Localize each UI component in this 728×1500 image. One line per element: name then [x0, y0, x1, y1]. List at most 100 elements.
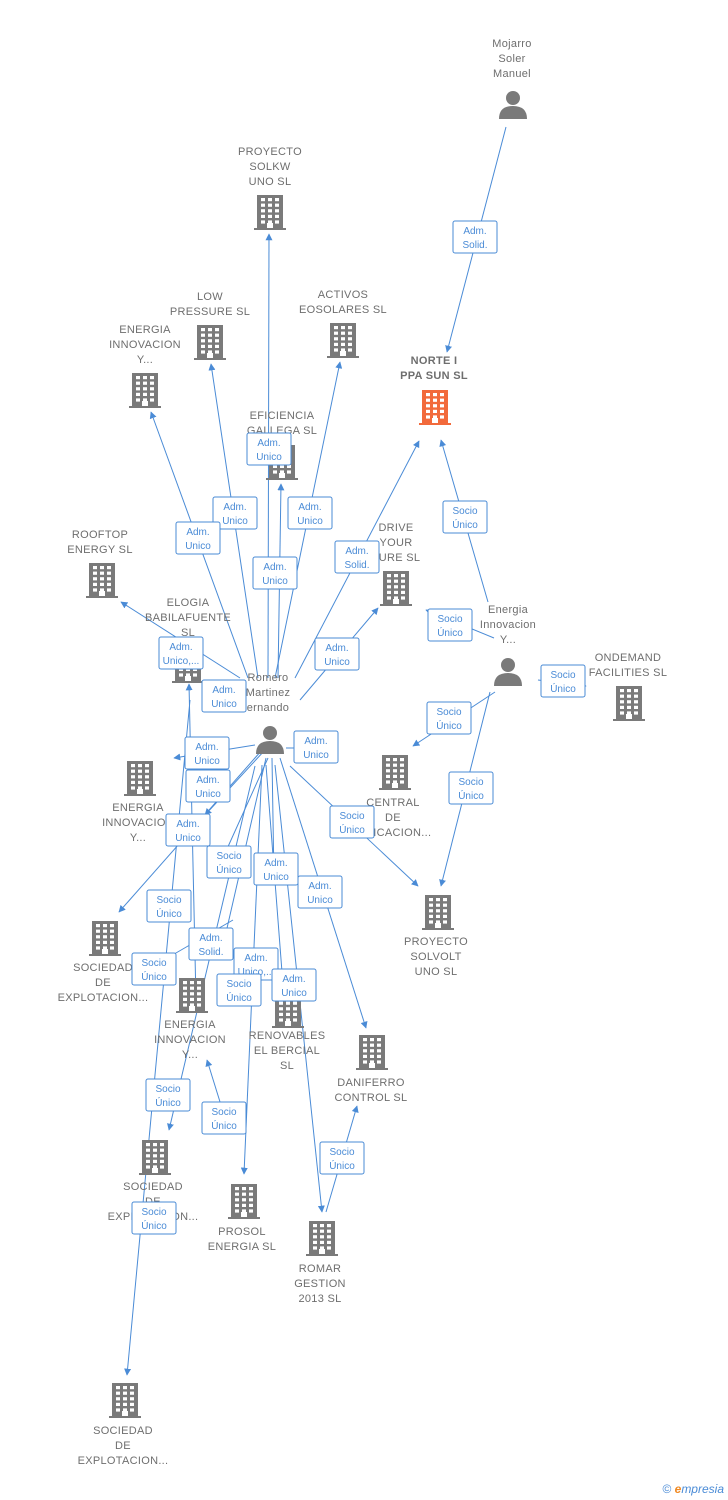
- edge-label-box: [329, 805, 375, 839]
- edge-label-text: Solid.: [344, 560, 369, 571]
- person-icon: [256, 726, 284, 754]
- edge-label-e1[interactable]: Adm.Solid.: [452, 220, 498, 254]
- edge-label-text: Unico: [324, 657, 350, 668]
- edge-label-text: Socio: [216, 851, 241, 862]
- edge-label-text: Unico: [262, 576, 288, 587]
- node-energia2[interactable]: ENERGIAINNOVACIONY...: [102, 761, 174, 844]
- edge-label-e28[interactable]: Adm.Unico: [271, 968, 317, 1002]
- edge-label-text: Solid.: [198, 947, 223, 958]
- edge-label-e4[interactable]: Adm.Unico: [287, 496, 333, 530]
- edge-label-text: Único: [329, 1159, 355, 1172]
- edge-label-e14[interactable]: Adm.Unico: [184, 736, 230, 770]
- node-label: EFICIENCIA: [250, 410, 315, 422]
- edge-label-e9[interactable]: Adm.Unico,...: [158, 636, 204, 670]
- brand-logo-text[interactable]: mpresia: [681, 1482, 724, 1496]
- building-icon: [129, 373, 161, 408]
- node-label: SOCIEDAD: [93, 1425, 153, 1437]
- edge-label-e16[interactable]: Adm.Unico: [293, 730, 339, 764]
- edge-label-e6[interactable]: Adm.Unico: [246, 432, 292, 466]
- node-label: ENERGIA: [164, 1019, 216, 1031]
- node-label: ENERGIA: [112, 802, 164, 814]
- edge-label-text: Adm.: [325, 643, 348, 654]
- node-label: EOSOLARES SL: [299, 304, 387, 316]
- node-energia1[interactable]: ENERGIAINNOVACIONY...: [109, 324, 181, 408]
- edge-label-text: Socio: [141, 1207, 166, 1218]
- brand-logo-e[interactable]: e: [674, 1482, 682, 1496]
- node-label: Soler: [498, 53, 525, 65]
- node-energia3[interactable]: ENERGIAINNOVACIONY...: [154, 978, 226, 1061]
- edge-label-text: Único: [339, 823, 365, 836]
- node-label: 2013 SL: [298, 1293, 341, 1305]
- edge-label-box: [334, 540, 380, 574]
- edge-label-text: Adm.: [463, 226, 486, 237]
- building-icon: [613, 686, 645, 721]
- edge-label-e18[interactable]: Adm.Unico: [165, 813, 211, 847]
- node-label: INNOVACION: [102, 817, 174, 829]
- edge-label-box: [297, 875, 343, 909]
- edge-label-e10[interactable]: Adm. Unico: [314, 637, 360, 671]
- node-label: SOLVOLT: [410, 951, 461, 963]
- edge-label-box: [253, 852, 299, 886]
- edge-label-box: [448, 771, 494, 805]
- edge-label-text: Único: [211, 1119, 237, 1132]
- node-sociedad3[interactable]: SOCIEDADDEEXPLOTACION...: [78, 1383, 169, 1467]
- node-label: PRESSURE SL: [170, 306, 250, 318]
- edge-label-box: [252, 556, 298, 590]
- edge-label-e3[interactable]: Adm. Unico: [212, 496, 258, 530]
- node-label: ernando: [247, 702, 289, 714]
- edge-label-text: Adm.: [223, 502, 246, 513]
- node-label: INNOVACION: [109, 339, 181, 351]
- edge-label-text: Unico,...: [163, 656, 200, 667]
- edge-label-text: Unico: [222, 516, 248, 527]
- node-energia_person[interactable]: EnergiaInnovacionY...: [480, 604, 536, 686]
- edge-label-e7[interactable]: Adm.Solid.: [334, 540, 380, 574]
- edge-label-e11[interactable]: Adm.Unico: [201, 679, 247, 713]
- edge-label-text: Adm.: [257, 438, 280, 449]
- edge-labels-layer: Adm.Solid.Adm.UnicoAdm.UnicoAdm.UnicoAdm…: [131, 220, 586, 1235]
- node-sociedad1[interactable]: SOCIEDADDEEXPLOTACION...: [58, 921, 149, 1004]
- edge-label-text: Único: [437, 626, 463, 639]
- edge-label-box: [165, 813, 211, 847]
- node-label: CENTRAL: [366, 797, 419, 809]
- edge-label-box: [184, 736, 230, 770]
- edge-label-e2[interactable]: Adm.Unico: [252, 556, 298, 590]
- node-label: EL BERCIAL: [254, 1045, 320, 1057]
- copyright-symbol: ©: [662, 1482, 672, 1496]
- node-label: Manuel: [493, 68, 531, 80]
- node-central[interactable]: CENTRALDERIFICACION...: [355, 755, 432, 839]
- edge-label-text: Adm.: [195, 742, 218, 753]
- edge-label-text: Único: [436, 719, 462, 732]
- edge-label-e5[interactable]: Adm.Unico: [175, 521, 221, 555]
- edge-label-e23[interactable]: Adm.Unico: [297, 875, 343, 909]
- edge-label-e25[interactable]: Adm.Solid.: [188, 927, 234, 961]
- edge-label-e33[interactable]: Adm.Unico: [185, 769, 231, 803]
- edge-label-e22[interactable]: Adm.Unico: [253, 852, 299, 886]
